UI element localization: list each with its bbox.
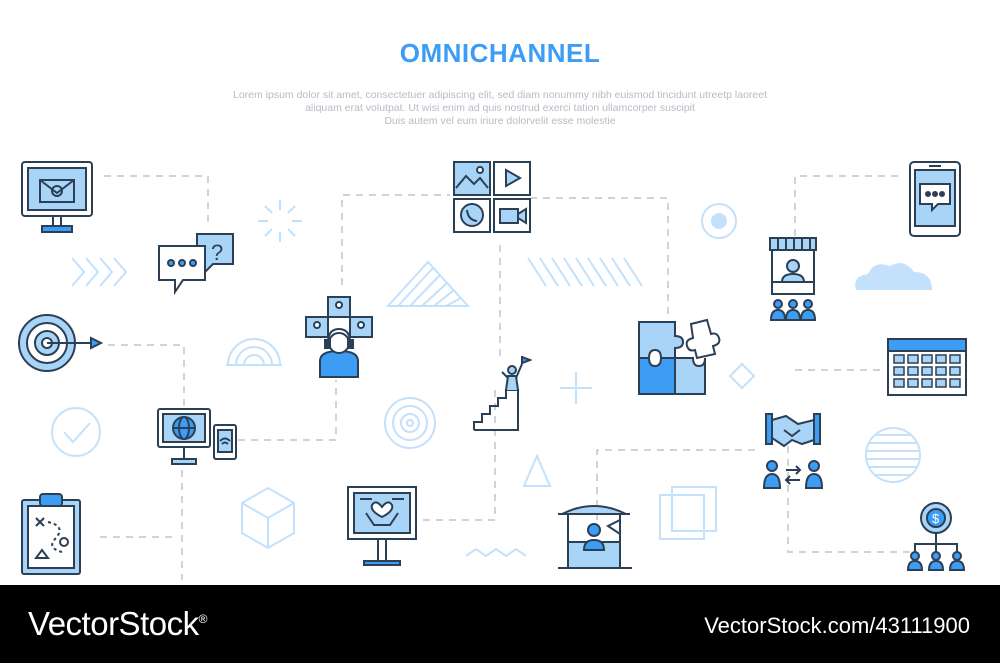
dot-circle-deco [701, 203, 737, 239]
connector-lines [100, 175, 915, 580]
squares-deco [659, 486, 717, 540]
decorative-shapes [51, 200, 921, 558]
store-icon [769, 237, 817, 321]
sparkle-deco [258, 200, 302, 242]
zigzag-deco [465, 547, 527, 558]
chat-bubbles-icon: ? [158, 233, 234, 296]
brand-registered-mark: ® [198, 612, 208, 626]
infographic-canvas: OMNICHANNEL Lorem ipsum dolor sit amet, … [18, 38, 967, 580]
check-circle-deco [51, 407, 101, 457]
triangle-deco [522, 453, 552, 487]
description-text: Lorem ipsum dolor sit amet, consectetuer… [170, 89, 830, 128]
arcs-deco [226, 338, 282, 366]
brand-logo: VectorStock® [28, 605, 207, 643]
diamond-deco [728, 362, 756, 390]
stripes-deco [527, 257, 643, 287]
decorations-layer [51, 175, 932, 580]
clipboard-strategy-icon [21, 493, 81, 575]
media-grid-icon [453, 161, 531, 233]
page-title: OMNICHANNEL [399, 38, 601, 68]
calendar-icon [887, 338, 967, 396]
image-id-url: VectorStock.com/43111900 [704, 613, 970, 638]
cloud-deco [855, 263, 932, 290]
cube-deco [241, 486, 295, 550]
footer-bar: VectorStock® VectorStock.com/43111900 [0, 585, 1000, 663]
smartphone-chat-icon [909, 161, 961, 237]
concentric-deco [384, 397, 436, 449]
striped-triangle-deco [385, 260, 471, 307]
customer-service-icon [305, 296, 373, 378]
hierarchy-icon: $ [906, 502, 966, 571]
chevrons-deco [71, 257, 128, 287]
svg-text:?: ? [211, 240, 223, 265]
plus-deco [560, 372, 592, 404]
billboard-icon [347, 486, 417, 566]
description-line-2: aliquam erat volutpat. Ut wisi enim ad q… [305, 102, 695, 114]
target-icon [18, 314, 104, 372]
success-stairs-icon [473, 356, 532, 431]
striped-circle-deco [865, 427, 921, 483]
email-monitor-icon [21, 161, 93, 233]
description-line-3: Duis autem vel eum iriure dolorvelit ess… [384, 115, 616, 127]
web-devices-icon [157, 408, 237, 465]
handshake-icon [762, 413, 824, 489]
svg-text:$: $ [932, 511, 940, 526]
kiosk-icon [558, 505, 632, 569]
puzzle-icon [638, 318, 721, 395]
brand-name: VectorStock [28, 605, 199, 642]
description-line-1: Lorem ipsum dolor sit amet, consectetuer… [232, 89, 768, 101]
